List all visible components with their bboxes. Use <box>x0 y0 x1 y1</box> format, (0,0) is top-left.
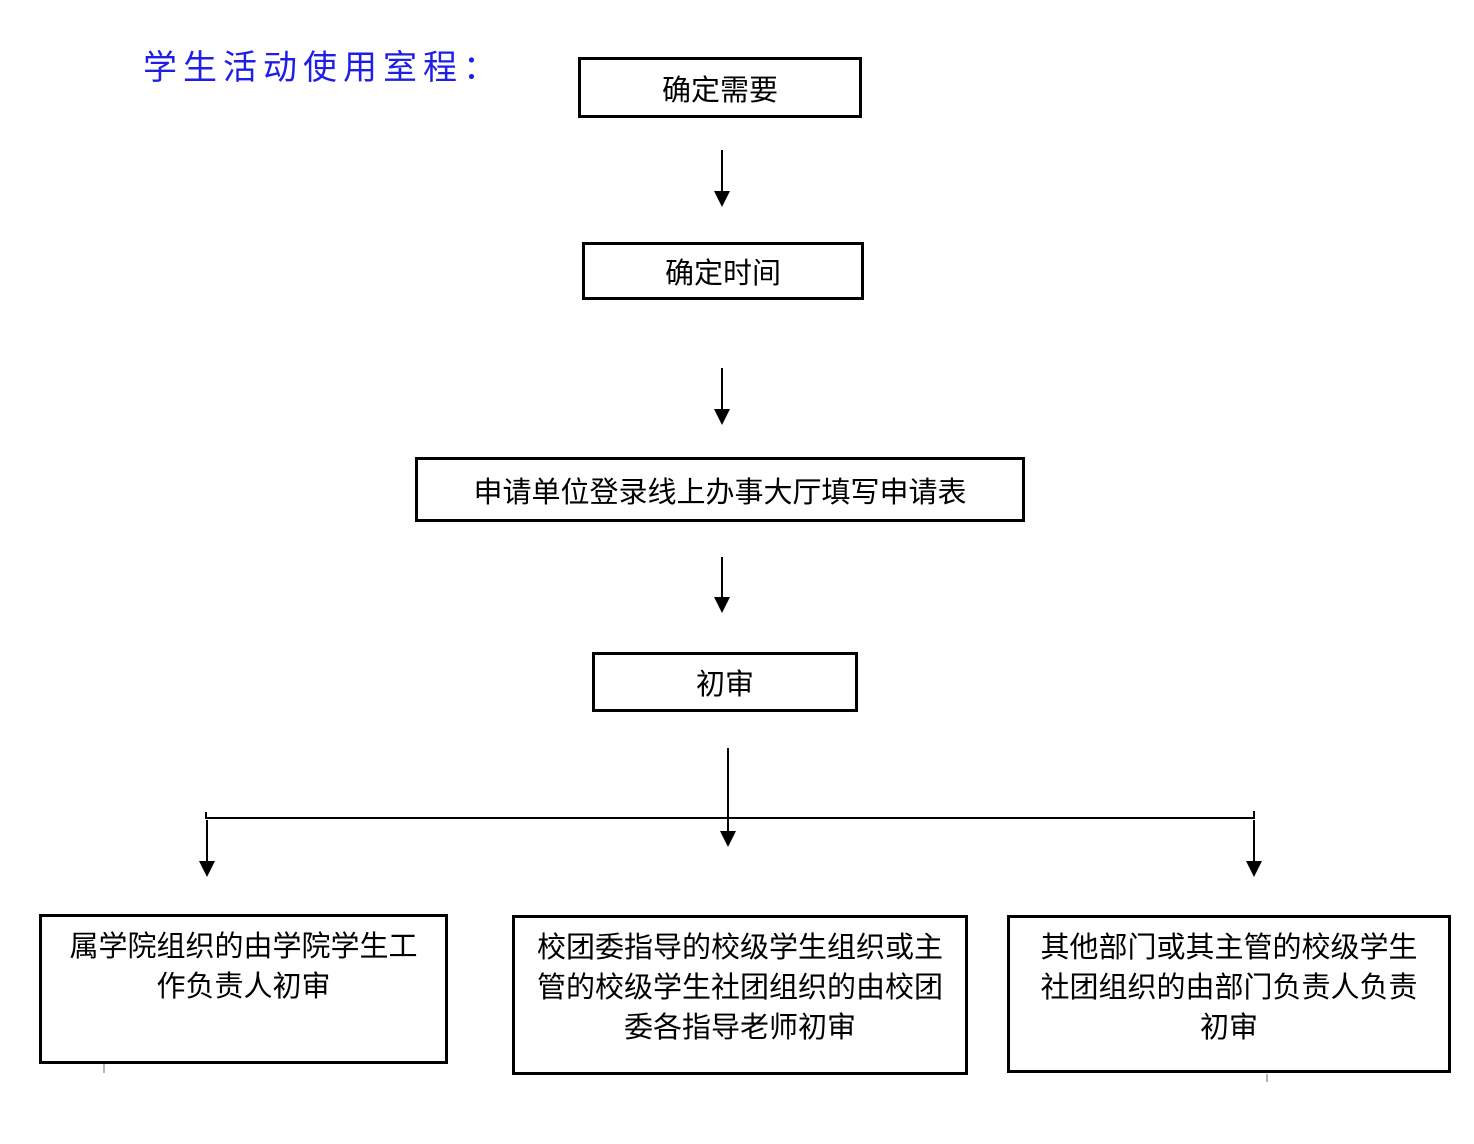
arrow-down-step3-step4 <box>714 557 730 613</box>
stray-tick-mark-right <box>1266 1074 1268 1082</box>
arrowhead-down-icon <box>1246 861 1262 877</box>
arrow-down-step4-branches <box>720 748 736 847</box>
arrow-shaft <box>721 150 723 191</box>
flow-node-label: 确定时间 <box>664 258 781 290</box>
flow-node-step-3: 申请单位登录线上办事大厅填写申请表 <box>415 457 1025 522</box>
flow-node-branch-left: 属学院组织的由学院学生工 作负责人初审 <box>39 914 448 1064</box>
arrowhead-down-icon <box>199 861 215 877</box>
flow-node-label: 申请单位登录线上办事大厅填写申请表 <box>473 476 967 509</box>
arrow-down-branch-right <box>1246 820 1262 877</box>
stray-tick-mark-left <box>103 1064 105 1073</box>
arrow-shaft <box>721 368 723 409</box>
flow-node-label: 其他部门或其主管的校级学生 社团组织的由部门负责人负责 初审 <box>1040 932 1418 1044</box>
arrowhead-down-icon <box>714 191 730 207</box>
arrow-shaft <box>727 748 729 831</box>
branch-corner-tick-left <box>205 812 207 819</box>
arrowhead-down-icon <box>714 409 730 425</box>
arrowhead-down-icon <box>714 597 730 613</box>
arrow-shaft <box>721 557 723 597</box>
arrow-shaft <box>206 820 208 861</box>
arrow-down-branch-left <box>199 820 215 877</box>
flow-node-branch-middle: 校团委指导的校级学生组织或主 管的校级学生社团组织的由校团 委各指导老师初审 <box>512 915 968 1075</box>
flow-node-branch-right: 其他部门或其主管的校级学生 社团组织的由部门负责人负责 初审 <box>1007 915 1451 1073</box>
flow-node-label: 校团委指导的校级学生组织或主 管的校级学生社团组织的由校团 委各指导老师初审 <box>536 932 943 1044</box>
branch-connector-line <box>206 817 1255 819</box>
flow-node-step-2: 确定时间 <box>582 242 864 300</box>
arrow-down-step2-step3 <box>714 368 730 425</box>
flow-node-step-4: 初审 <box>592 652 858 712</box>
flow-node-step-1: 确定需要 <box>578 57 862 118</box>
branch-corner-tick-right <box>1253 811 1255 818</box>
flow-node-label: 初审 <box>695 669 754 701</box>
arrow-shaft <box>1253 820 1255 861</box>
flow-node-label: 属学院组织的由学院学生工 作负责人初审 <box>69 931 418 1003</box>
page-title: 学生活动使用室程： <box>143 48 503 88</box>
flow-node-label: 确定需要 <box>661 74 778 107</box>
arrow-down-step1-step2 <box>714 150 730 207</box>
arrowhead-down-icon <box>720 831 736 847</box>
